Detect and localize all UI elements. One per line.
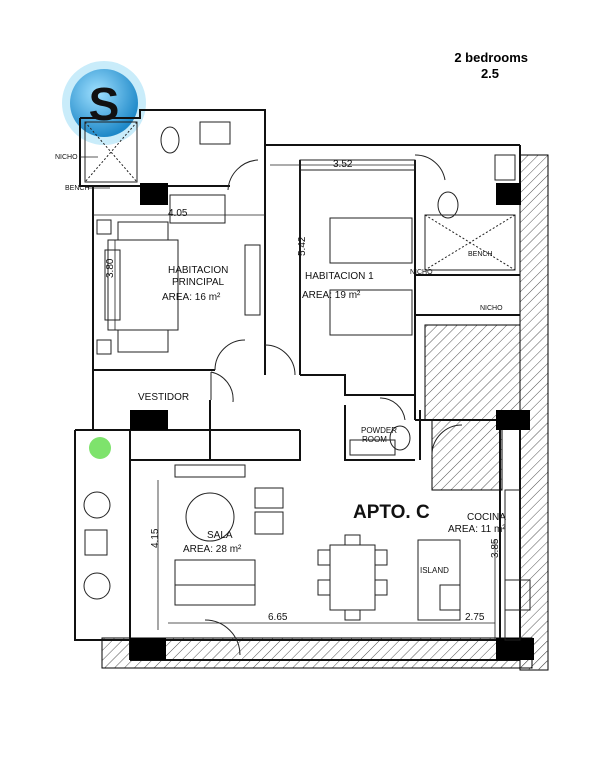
dim-4-15: 4.15: [150, 528, 161, 548]
dim-6-65: 6.65: [268, 612, 288, 623]
logo: S: [62, 61, 146, 145]
master-bed: [96, 219, 179, 355]
island-label: ISLAND: [420, 566, 449, 575]
living-furniture: [174, 464, 388, 621]
annotation-notes: NICHO BENCH BENCH NICHO NICHO: [55, 154, 503, 312]
cocina-name: COCINA: [467, 512, 506, 523]
dim-3-80: 3.80: [105, 258, 116, 278]
columns: [130, 183, 534, 660]
bedroom1-area: AREA: 19 m²: [302, 290, 361, 301]
powder-label-1: POWDER: [361, 426, 397, 435]
master-name-2: PRINCIPAL: [172, 277, 224, 288]
bench-right-label: BENCH: [468, 251, 493, 258]
bedrooms-heading: 2 bedrooms: [454, 50, 528, 65]
kitchen: [417, 489, 531, 641]
dimension-labels: 4.05 3.80 3.52 5.42 4.15 6.65 2.75 3.85: [105, 159, 501, 623]
dim-3-85: 3.85: [490, 538, 501, 558]
bench-left-label: BENCH: [65, 185, 90, 192]
dim-4-05: 4.05: [168, 208, 188, 219]
master-bath: [84, 121, 231, 183]
bedroom1-name: HABITACION 1: [305, 271, 374, 282]
dim-3-52: 3.52: [333, 159, 353, 170]
nicho-left-label: NICHO: [55, 154, 78, 161]
powder-label-2: ROOM: [362, 435, 387, 444]
bathrooms-heading: 2.5: [480, 66, 500, 81]
sala-name: SALA: [207, 530, 233, 541]
apartment-label: APTO. C: [353, 502, 430, 523]
dim-2-75: 2.75: [465, 612, 485, 623]
vestidor-label: VESTIDOR: [138, 392, 189, 403]
dim-5-42: 5.42: [297, 236, 308, 256]
second-bath: [424, 154, 516, 271]
sala-area: AREA: 28 m²: [183, 544, 242, 555]
powder-room: [349, 425, 411, 456]
master-area: AREA: 16 m²: [162, 292, 221, 303]
logo-inner: [70, 69, 138, 137]
nicho-right-label: NICHO: [410, 269, 433, 276]
nicho-right-label-2: NICHO: [480, 305, 503, 312]
bedroom1-beds: [299, 159, 416, 336]
cocina-area: AREA: 11 m²: [448, 524, 506, 535]
doors: [204, 154, 463, 656]
logo-letter: S: [89, 78, 120, 130]
master-closet: [169, 194, 261, 316]
balcony-furniture: [83, 437, 111, 600]
dimension-lines: [93, 164, 496, 640]
master-name-1: HABITACION: [168, 265, 228, 276]
room-labels: HABITACION PRINCIPAL AREA: 16 m² HABITAC…: [138, 265, 506, 575]
plant-icon: [89, 437, 111, 459]
hatched-areas: [101, 154, 549, 671]
